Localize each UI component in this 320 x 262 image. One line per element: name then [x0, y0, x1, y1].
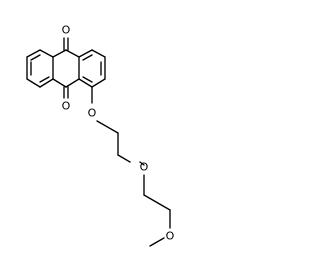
atom-oxygen-methoxy: O — [166, 230, 175, 243]
double-bond-inner — [82, 76, 93, 83]
bond — [26, 78, 41, 88]
central-quinone-ring — [52, 37, 80, 99]
bond — [26, 49, 41, 58]
bond — [39, 49, 54, 58]
bond — [52, 49, 67, 58]
double-bond-inner — [39, 76, 50, 83]
double-bond-inner — [82, 54, 93, 61]
bond — [117, 154, 131, 163]
bond — [65, 78, 80, 88]
atom-oxygen-ether: O — [140, 161, 149, 174]
bond — [39, 78, 54, 88]
atom-labels: O O O O O — [62, 24, 175, 243]
bond — [143, 194, 171, 211]
atom-oxygen-carbonyl-top: O — [62, 24, 71, 37]
right-benzene-ring — [78, 49, 106, 88]
bond — [91, 78, 106, 88]
bond — [149, 237, 165, 247]
atom-oxygen-carbonyl-bottom: O — [62, 100, 71, 113]
bond — [78, 49, 93, 58]
bond — [78, 78, 93, 88]
double-bond-inner — [30, 54, 41, 61]
left-benzene-ring — [26, 49, 54, 88]
ether-side-chain — [91, 86, 171, 247]
bond — [52, 78, 67, 88]
chemical-structure-diagram: O O O O O — [26, 24, 175, 247]
atom-oxygen-aryl-ether: O — [88, 107, 97, 120]
bond — [91, 49, 106, 58]
bond — [96, 120, 119, 134]
bond — [139, 161, 145, 166]
bond — [65, 49, 80, 58]
